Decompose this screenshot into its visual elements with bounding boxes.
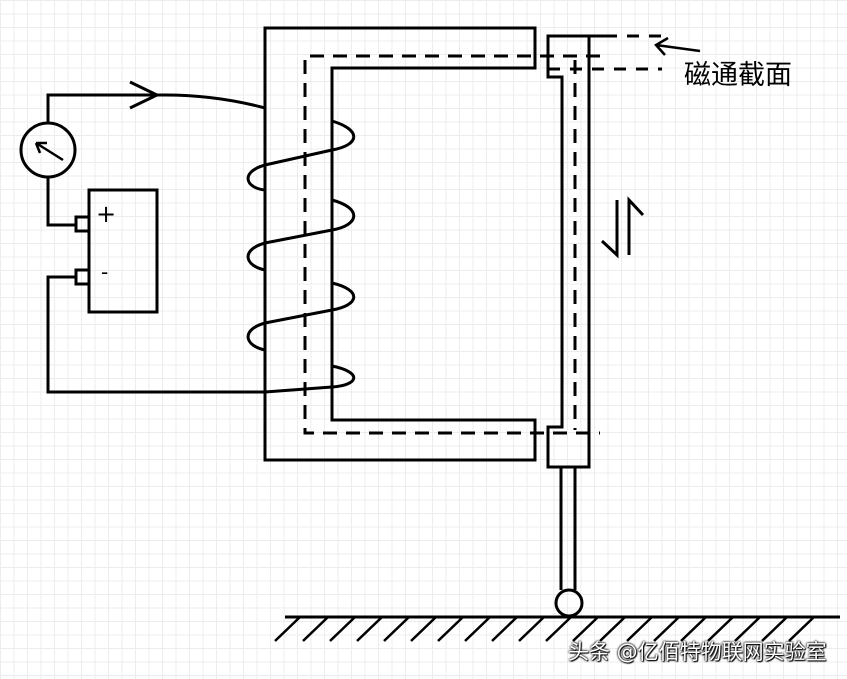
battery-plus-terminal xyxy=(74,215,91,233)
flux-section-label: 磁通截面 xyxy=(684,60,792,91)
flux-section-dashed xyxy=(548,34,662,71)
c-shaped-iron-core xyxy=(263,26,537,462)
coil-winding xyxy=(246,119,356,394)
battery-minus-terminal xyxy=(74,268,91,286)
wire-ammeter-to-battery xyxy=(46,177,76,227)
pivot-ball xyxy=(554,588,584,618)
wire-top xyxy=(46,93,266,123)
current-arrow-icon xyxy=(129,80,161,110)
ground-hatching xyxy=(274,616,815,642)
arrow-to-section xyxy=(654,36,701,56)
watermark: 头条 @亿佰特物联网实验室 xyxy=(568,640,827,664)
wire-bottom xyxy=(46,275,265,394)
battery-minus-label: - xyxy=(101,260,109,284)
motion-arrow-down-icon xyxy=(600,200,619,259)
armature-rod xyxy=(559,467,577,590)
armature xyxy=(546,34,591,469)
flux-path-dashed xyxy=(303,54,600,435)
motion-arrow-up-icon xyxy=(627,196,645,255)
battery-plus-label: + xyxy=(96,200,117,228)
battery xyxy=(87,188,159,314)
ammeter-needle-icon xyxy=(34,141,64,162)
